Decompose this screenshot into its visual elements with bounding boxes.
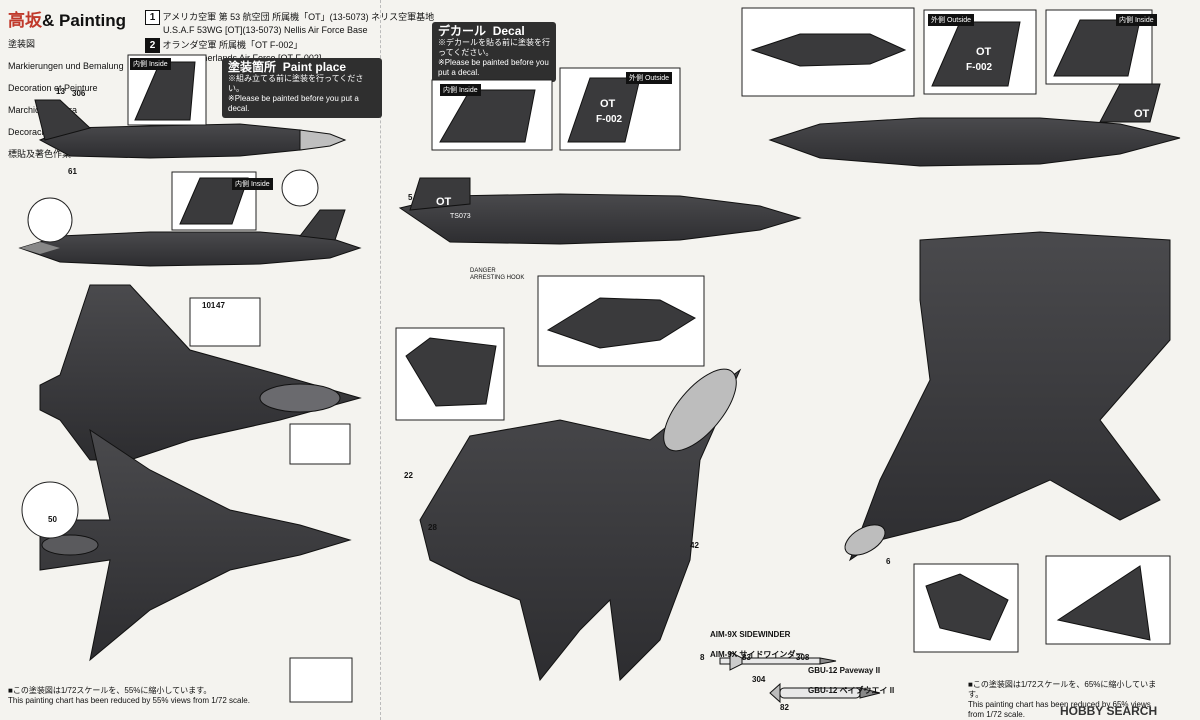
callout-13: 13 — [56, 87, 65, 96]
watermark: HOBBY SEARCH — [1060, 704, 1158, 718]
inset-box-top-view — [189, 297, 261, 347]
callout-304: 304 — [752, 675, 766, 684]
tail-code-v2-outside: OT — [976, 46, 992, 58]
panel-detail-inset — [395, 327, 505, 421]
inset-box-bottom-lower — [289, 657, 353, 703]
danger-marking: DANGER ARRESTING HOOK — [470, 268, 525, 281]
side-view-upper — [34, 99, 347, 159]
decal-panel: デカール Decal ※デカールを貼る前に塗装を行ってください。 ※Please… — [432, 22, 556, 82]
gbu12-bomb — [769, 682, 881, 704]
callout-42: 42 — [690, 541, 699, 550]
serial-v2: F-002 — [596, 114, 623, 125]
tail-code: OT — [436, 196, 452, 208]
gbu12-label: GBU-12 Paveway II GBU-12 ペイブウエイ II — [808, 666, 895, 695]
v2-tail-outside-inset — [923, 9, 1037, 95]
callout-6: 6 — [886, 557, 891, 566]
right-bottom-view — [844, 231, 1171, 562]
callout-82: 82 — [780, 703, 789, 712]
badge-inside-4: 内側 Inside — [1116, 14, 1157, 26]
tail-code-side: OT — [1134, 108, 1150, 120]
serial-v2-outside: F-002 — [966, 62, 993, 73]
badge-inside-3: 内側 Inside — [440, 84, 481, 96]
aim9x-label: AIM-9X SIDEWINDER AIM-9X サイドワインダー — [710, 630, 804, 659]
callout-61: 61 — [68, 167, 77, 176]
panel-inset-lower-right — [1045, 555, 1171, 645]
callout-5: 5 — [408, 193, 413, 202]
badge-outside-2: 外側 Outside — [928, 14, 975, 26]
callout-22: 22 — [404, 471, 413, 480]
decal-side-view — [398, 177, 802, 245]
intake-inset — [913, 563, 1019, 653]
callout-83: 83 — [742, 653, 751, 662]
scale-note-left: ■この塗装図は1/72スケールを、55%に縮小しています。 This paint… — [8, 686, 250, 705]
callout-101: 101 — [202, 301, 216, 310]
callout-50: 50 — [48, 515, 57, 524]
badge-inside-1: 内側 Inside — [130, 58, 171, 70]
canopy-detail-inset — [537, 275, 705, 367]
detail-circle-2 — [27, 197, 73, 243]
side-view-lower — [18, 209, 362, 267]
callout-306: 306 — [72, 89, 86, 98]
badge-inside-2: 内側 Inside — [232, 178, 273, 190]
center-top-view — [419, 368, 742, 682]
tail-serial-small: TS073 — [450, 213, 471, 220]
language-list: 塗装図 Markierungen und Bemalung Decoration… — [8, 39, 124, 159]
tail-code-v2: OT — [600, 98, 616, 110]
paint-place-panel: 塗装箇所 Paint place ※組み立てる前に塗装を行ってください。 ※Pl… — [222, 58, 382, 118]
center-fold — [380, 0, 381, 720]
detail-circle-1 — [281, 169, 319, 207]
callout-47: 47 — [216, 301, 225, 310]
v2-side-view — [768, 83, 1181, 167]
detail-circle-3 — [21, 481, 79, 539]
callout-308: 308 — [796, 653, 810, 662]
brand-logo: 高坂 — [8, 11, 42, 31]
inset-box-bottom-upper — [289, 423, 351, 465]
top-view — [39, 284, 362, 461]
page-title: 高坂& Painting — [8, 11, 127, 31]
v2-canopy-inset — [741, 7, 915, 97]
badge-outside-1: 外側 Outside — [626, 72, 673, 84]
aim9x-missile — [719, 651, 837, 671]
variant-1-heading: 1 アメリカ空軍 第 53 航空団 所属機「OT」(13-5073) ネリス空軍… — [145, 10, 434, 36]
callout-28: 28 — [428, 523, 437, 532]
callout-8: 8 — [700, 653, 705, 662]
scale-note-right: ■この塗装図は1/72スケールを、65%に縮小しています。 This paint… — [968, 680, 1157, 719]
